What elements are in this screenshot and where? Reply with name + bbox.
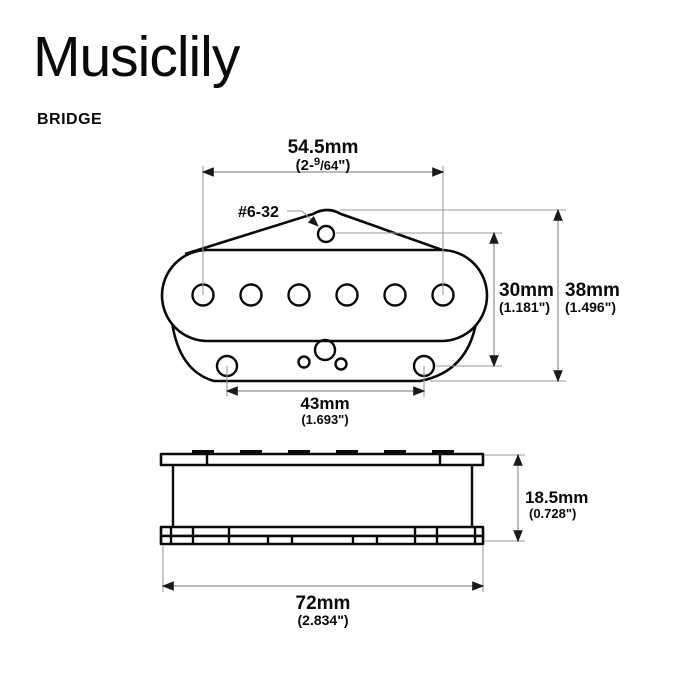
pole-top xyxy=(384,450,406,455)
side-width-mm-label: 72mm xyxy=(296,593,351,614)
dim-coil-height: 30mm (1.181") xyxy=(336,231,554,368)
pole-piece-5 xyxy=(383,283,407,307)
screw-size-label: #6-32 xyxy=(238,204,279,221)
top-plate-dividers xyxy=(205,454,442,465)
pole-top xyxy=(432,450,454,455)
wire-hole-left xyxy=(297,355,311,369)
baseplate-row-2 xyxy=(159,534,485,546)
dim-side-width: 72mm (2.834") xyxy=(161,546,485,628)
top-plate xyxy=(159,452,485,467)
musiclily-logo: Musiclily xyxy=(33,25,240,89)
coil-height-inch-label: (1.181") xyxy=(499,299,550,315)
side-height-inch-label: (0.728") xyxy=(529,506,576,521)
pickup-cover-outline xyxy=(160,248,489,343)
pole-piece-3 xyxy=(287,283,311,307)
pole-piece-2 xyxy=(239,283,263,307)
bridge-label: BRIDGE xyxy=(37,111,103,128)
baseplate-row-1 xyxy=(159,525,485,538)
pole-piece-4 xyxy=(335,283,359,307)
side-height-mm-label: 18.5mm xyxy=(525,488,588,507)
side-width-inch-label: (2.834") xyxy=(298,612,349,628)
pole-top xyxy=(192,450,214,455)
screw-leader-line xyxy=(287,210,319,227)
pole-spacing-mm-label: 54.5mm xyxy=(288,137,359,158)
baseplate-row-1-dividers xyxy=(169,527,477,536)
top-view: 54.5mm (2-9/64") #6-32 30mm (1.181") xyxy=(160,137,620,427)
dim-total-height: 38mm (1.496") xyxy=(340,208,620,383)
mount-spacing-inch-label: (1.693") xyxy=(301,412,348,427)
coil-height-mm-label: 30mm xyxy=(499,280,554,301)
pole-top xyxy=(240,450,262,455)
pole-top xyxy=(288,450,310,455)
wire-hole-center xyxy=(313,338,337,362)
dim-side-height: 18.5mm (0.728") xyxy=(484,453,588,543)
total-height-inch-label: (1.496") xyxy=(565,299,616,315)
wire-hole-right xyxy=(334,357,348,371)
mounting-screw-hole-top xyxy=(316,224,336,244)
total-height-mm-label: 38mm xyxy=(565,280,620,301)
mounting-plate-top-outline xyxy=(184,208,466,260)
baseplate-row-2-dividers xyxy=(169,536,477,544)
screw-size-callout: #6-32 xyxy=(238,204,319,227)
mount-spacing-mm-label: 43mm xyxy=(300,394,349,413)
pole-spacing-inch-label: (2-9/64") xyxy=(296,156,351,174)
pole-top xyxy=(336,450,358,455)
pole-piece-tops xyxy=(192,450,454,455)
dim-pole-spacing: 54.5mm (2-9/64") xyxy=(201,137,445,295)
dim-mount-spacing: 43mm (1.693") xyxy=(225,366,426,427)
side-view: 18.5mm (0.728") 72mm (2.834") xyxy=(159,450,588,628)
